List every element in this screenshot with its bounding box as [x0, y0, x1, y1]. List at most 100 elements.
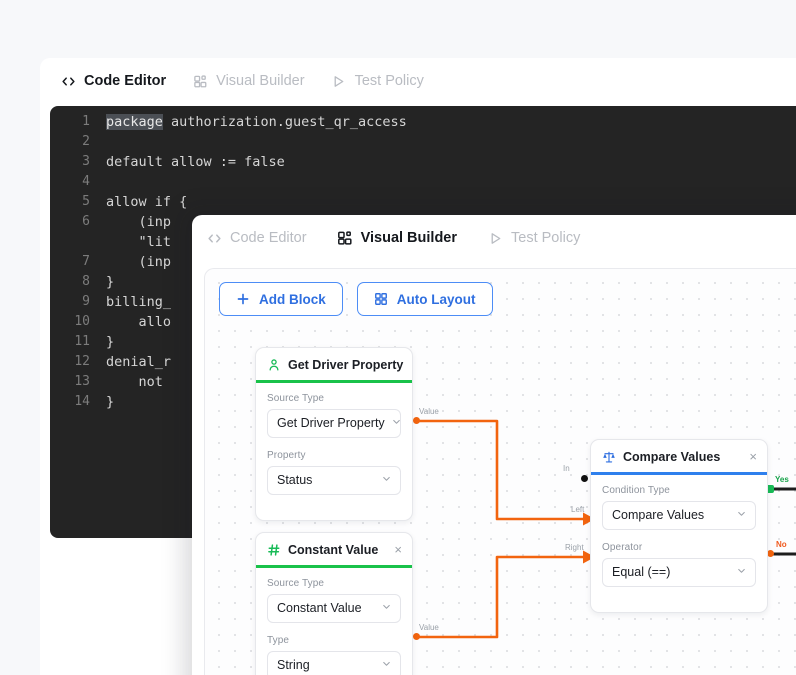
node-header: Get Driver Property × [256, 348, 412, 380]
port-label-value: Value [419, 623, 439, 632]
port-compare-no[interactable] [767, 550, 774, 557]
line-number: 2 [82, 134, 90, 149]
line-number: 5 [82, 194, 90, 209]
select-value: Get Driver Property [277, 416, 385, 430]
line-number: 9 [82, 294, 90, 309]
field-label-property: Property [267, 449, 306, 461]
add-block-label: Add Block [259, 291, 326, 307]
node-header: Compare Values × [591, 440, 767, 472]
code-line: 8} [50, 272, 796, 292]
play-triangle-icon [331, 73, 347, 89]
field-label-type: Type [267, 634, 290, 646]
code-line: "lit [50, 232, 796, 252]
overlay-tab-code-editor[interactable]: Code Editor [206, 230, 307, 246]
code-line: 4 [50, 172, 796, 192]
line-number: 13 [74, 374, 90, 389]
chevron-down-icon [736, 508, 747, 522]
line-text: default allow := false [106, 154, 285, 170]
line-number: 14 [74, 394, 90, 409]
chevron-down-icon [381, 601, 392, 615]
line-text: billing_ [106, 294, 172, 310]
add-block-button[interactable]: Add Block [219, 282, 343, 316]
tab-code-editor[interactable]: Code Editor [60, 73, 166, 89]
node-title: Compare Values [623, 449, 721, 464]
select-value: String [277, 658, 310, 672]
port-label-no: No [776, 540, 787, 549]
port-gdp-value[interactable] [413, 417, 420, 424]
node-body: Condition Type Compare Values Operator E… [591, 475, 767, 612]
code-line: 3 default allow := false [50, 152, 796, 172]
select-type[interactable]: String [267, 650, 401, 675]
field-label-source-type: Source Type [267, 577, 325, 589]
flow-canvas[interactable]: Add Block Auto Layout [204, 268, 796, 675]
select-operator[interactable]: Equal (==) [602, 557, 756, 587]
node-accent-bar [256, 380, 412, 383]
overlay-tabbar: Code Editor Visual Builder Test Policy [192, 215, 796, 259]
node-accent-bar [591, 472, 767, 475]
code-line: 13 not [50, 372, 796, 392]
visual-builder-panel: Code Editor Visual Builder Test Policy [192, 215, 796, 675]
auto-layout-button[interactable]: Auto Layout [356, 282, 493, 316]
line-text: allow if { [106, 194, 188, 210]
line-number: 12 [74, 354, 90, 369]
chevron-down-icon [381, 658, 392, 672]
node-compare-values[interactable]: Compare Values × Condition Type Compare … [590, 439, 768, 613]
blocks-grid-icon [192, 73, 208, 89]
code-line: 2 [50, 132, 796, 152]
tab-visual-builder[interactable]: Visual Builder [192, 73, 305, 89]
line-text: } [106, 394, 115, 410]
scales-balance-icon [601, 449, 616, 464]
blocks-grid-icon [337, 230, 353, 246]
field-label-source-type: Source Type [267, 392, 325, 404]
code-line: 9 billing_ [50, 292, 796, 312]
line-text: allo [106, 314, 172, 330]
tab-label: Code Editor [84, 73, 167, 89]
line-number: 3 [82, 154, 90, 169]
tab-test-policy[interactable]: Test Policy [331, 73, 424, 89]
port-compare-in[interactable] [581, 475, 588, 482]
tab-label: Visual Builder [360, 230, 458, 246]
code-line: 6 (inp [50, 212, 796, 232]
chevron-down-icon [381, 473, 392, 487]
tab-label: Test Policy [511, 230, 581, 246]
line-text: (inp [106, 214, 172, 230]
tab-label: Code Editor [230, 230, 307, 246]
base-tabbar: Code Editor Visual Builder Test Policy [40, 58, 796, 102]
port-label-right: Right [565, 543, 584, 552]
close-icon[interactable]: × [410, 358, 412, 371]
select-source-type[interactable]: Get Driver Property [267, 408, 401, 438]
plus-icon [236, 292, 250, 306]
port-label-value: Value [419, 407, 439, 416]
overlay-tab-test-policy[interactable]: Test Policy [487, 230, 580, 246]
node-title: Get Driver Property [288, 357, 404, 372]
line-text: "lit [106, 234, 172, 250]
code-line: 7 (inp [50, 252, 796, 272]
line-text: } [106, 334, 115, 350]
close-icon[interactable]: × [394, 542, 402, 557]
select-condition-type[interactable]: Compare Values [602, 500, 756, 530]
node-get-driver-property[interactable]: Get Driver Property × Source Type Get Dr… [255, 347, 413, 521]
select-property[interactable]: Status [267, 465, 401, 495]
code-line: 5 allow if { [50, 192, 796, 212]
port-label-yes: Yes [775, 475, 789, 484]
overlay-tab-visual-builder[interactable]: Visual Builder [337, 230, 457, 246]
node-title: Constant Value [288, 542, 379, 557]
node-constant-value[interactable]: Constant Value × Source Type Constant Va… [255, 532, 413, 675]
play-triangle-icon [487, 230, 503, 246]
port-const-value[interactable] [413, 633, 420, 640]
canvas-toolbar: Add Block Auto Layout [219, 282, 493, 316]
line-number: 7 [82, 254, 90, 269]
close-icon[interactable]: × [749, 449, 757, 464]
code-line: 10 allo [50, 312, 796, 332]
line-text: package authorization.guest_qr_access [106, 114, 407, 130]
select-value: Compare Values [612, 508, 705, 522]
port-compare-yes[interactable] [766, 485, 774, 493]
select-source-type[interactable]: Constant Value [267, 593, 401, 623]
auto-layout-label: Auto Layout [396, 291, 476, 307]
port-label-in: In [563, 464, 570, 473]
select-value: Equal (==) [612, 565, 671, 579]
tab-label: Visual Builder [216, 73, 305, 89]
node-header: Constant Value × [256, 533, 412, 565]
